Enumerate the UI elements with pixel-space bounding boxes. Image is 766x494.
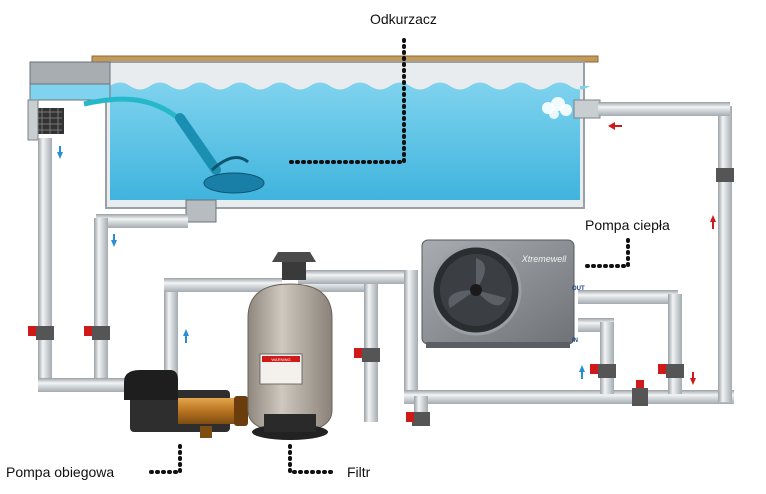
robot-vacuum-icon [83,96,265,194]
valve-icon [632,380,648,406]
pipe [164,278,282,292]
leader-lines [144,38,630,474]
heat-pump-brand: Xtremewell [521,254,568,264]
pool [91,55,599,209]
label-heat-pump: Pompa ciepła [585,217,670,233]
main-drain-icon [185,199,217,223]
port-out-label: OUT [572,286,585,292]
warning-label: WARNING [271,357,290,362]
valve-icon [658,364,684,378]
pipe [96,214,188,228]
pipe [38,138,52,388]
valve-icon [84,326,110,340]
flow-arrow-icon [57,146,585,379]
valve-icon [590,364,616,378]
circulation-pump [124,370,248,438]
valve-icon [716,168,734,182]
skimmer-icon [27,61,111,141]
sand-filter: WARNING [247,252,333,440]
return-jet-icon [542,97,601,119]
pipe [298,270,410,284]
heat-pump: Xtremewell OUT IN [421,239,585,348]
pipe [94,218,108,388]
pipe [164,282,178,382]
pipe [668,294,682,394]
leader-vacuum [284,38,406,164]
fan-icon [430,244,522,336]
pipe [404,270,418,400]
valve-icon [406,412,430,426]
pipe [598,102,730,116]
leader-heat-pump [580,238,630,268]
leader-filter [288,444,338,474]
label-vacuum: Odkurzacz [370,11,437,27]
flow-arrow-icon [608,122,716,385]
valve-icon [28,326,54,340]
pipe [404,390,734,404]
label-filter: Filtr [347,464,371,480]
port-in-label: IN [572,338,578,344]
pipe [578,290,678,304]
pool-water [110,82,590,200]
pipe [718,106,732,402]
label-circulation-pump: Pompa obiegowa [6,464,115,480]
valve-icon [354,348,380,362]
leader-circulation-pump [144,444,182,474]
pipe [38,378,134,392]
pipe [600,322,614,394]
